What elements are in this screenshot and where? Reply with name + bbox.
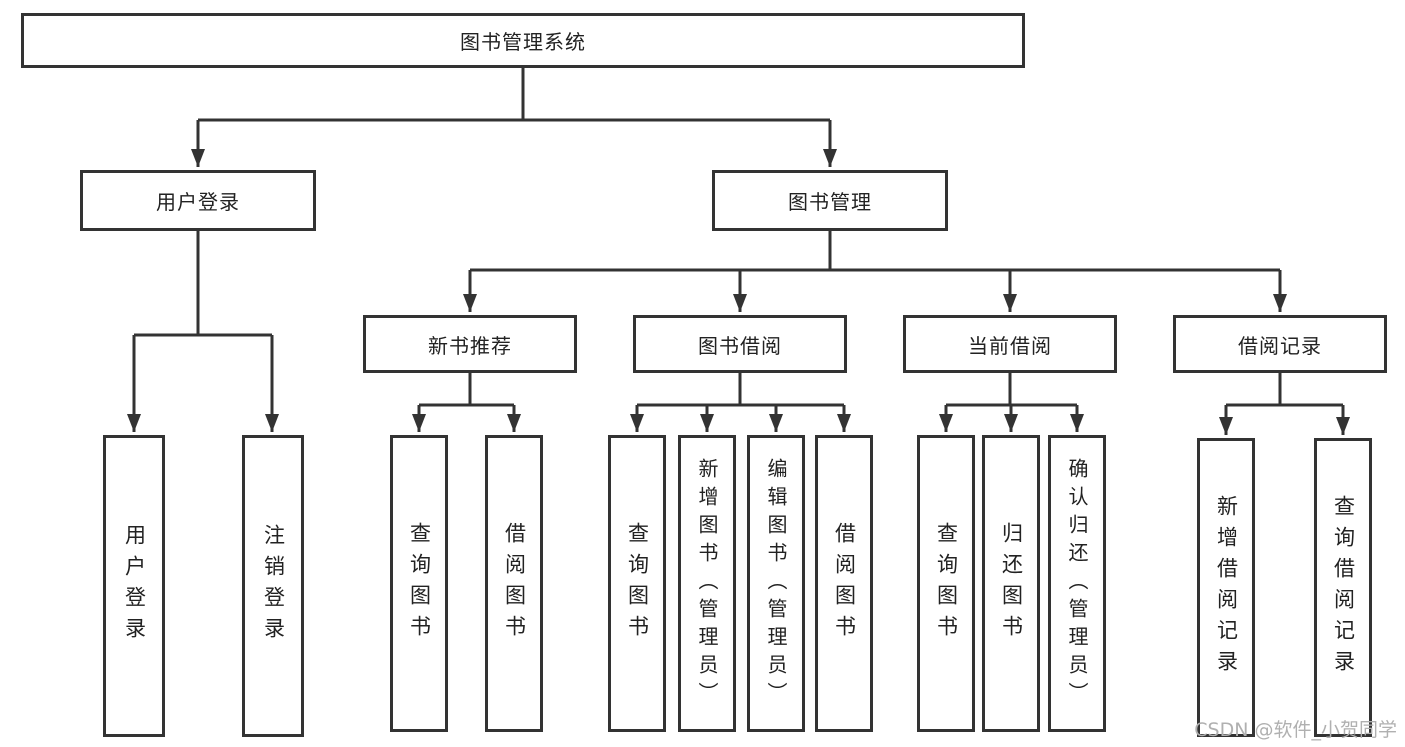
connector-root-to-level2 [191, 68, 837, 167]
node-current-borrow: 当前借阅 [903, 315, 1117, 373]
leaf-edit-book-admin: 编辑图书（管理员） [747, 435, 805, 732]
leaf-confirm-return-admin: 确认归还（管理员） [1048, 435, 1106, 732]
node-borrow-records-label: 借阅记录 [1238, 333, 1322, 358]
leaf-borrow-books-1: 借阅图书 [485, 435, 543, 732]
leaf-query-books-3-label: 查询图书 [934, 521, 959, 646]
node-book-management-label: 图书管理 [788, 190, 872, 214]
connector-borrow-records-children [1219, 373, 1350, 435]
leaf-borrow-books-2: 借阅图书 [815, 435, 873, 732]
leaf-query-borrow-record-label: 查询借阅记录 [1331, 494, 1356, 681]
leaf-query-books-2-label: 查询图书 [625, 521, 650, 646]
connector-new-book-recommend-children [412, 373, 521, 432]
leaf-add-book-admin-label: 新增图书（管理员） [695, 457, 719, 710]
leaf-edit-book-admin-label: 编辑图书（管理员） [764, 457, 788, 710]
leaf-return-book-label: 归还图书 [999, 521, 1024, 646]
leaf-query-books-2: 查询图书 [608, 435, 666, 732]
leaf-query-books-1-label: 查询图书 [407, 521, 432, 646]
node-user-login: 用户登录 [80, 170, 316, 231]
connector-user-login-children [127, 231, 279, 432]
node-root-label: 图书管理系统 [460, 30, 586, 54]
leaf-add-book-admin: 新增图书（管理员） [678, 435, 736, 732]
connector-current-borrow-children [939, 373, 1084, 432]
node-book-management: 图书管理 [712, 170, 948, 231]
node-user-login-label: 用户登录 [156, 190, 240, 214]
leaf-confirm-return-admin-label: 确认归还（管理员） [1065, 457, 1089, 710]
leaf-logout-login: 注销登录 [242, 435, 304, 737]
leaf-query-borrow-record: 查询借阅记录 [1314, 438, 1372, 737]
watermark: CSDN @软件_小贺同学 [1194, 719, 1397, 741]
node-book-borrow-label: 图书借阅 [698, 333, 782, 358]
leaf-query-books-3: 查询图书 [917, 435, 975, 732]
node-new-book-recommend: 新书推荐 [363, 315, 577, 373]
node-new-book-recommend-label: 新书推荐 [428, 333, 512, 358]
leaf-user-login: 用户登录 [103, 435, 165, 737]
node-root: 图书管理系统 [21, 13, 1025, 68]
leaf-return-book: 归还图书 [982, 435, 1040, 732]
leaf-logout-login-label: 注销登录 [261, 524, 286, 648]
leaf-query-books-1: 查询图书 [390, 435, 448, 732]
node-current-borrow-label: 当前借阅 [968, 333, 1052, 358]
leaf-user-login-label: 用户登录 [122, 524, 147, 648]
leaf-borrow-books-2-label: 借阅图书 [832, 521, 857, 646]
leaf-add-borrow-record-label: 新增借阅记录 [1214, 494, 1239, 681]
node-borrow-records: 借阅记录 [1173, 315, 1387, 373]
connector-book-management-children [463, 231, 1287, 312]
leaf-borrow-books-1-label: 借阅图书 [502, 521, 527, 646]
node-book-borrow: 图书借阅 [633, 315, 847, 373]
leaf-add-borrow-record: 新增借阅记录 [1197, 438, 1255, 737]
connector-book-borrow-children [630, 373, 851, 432]
